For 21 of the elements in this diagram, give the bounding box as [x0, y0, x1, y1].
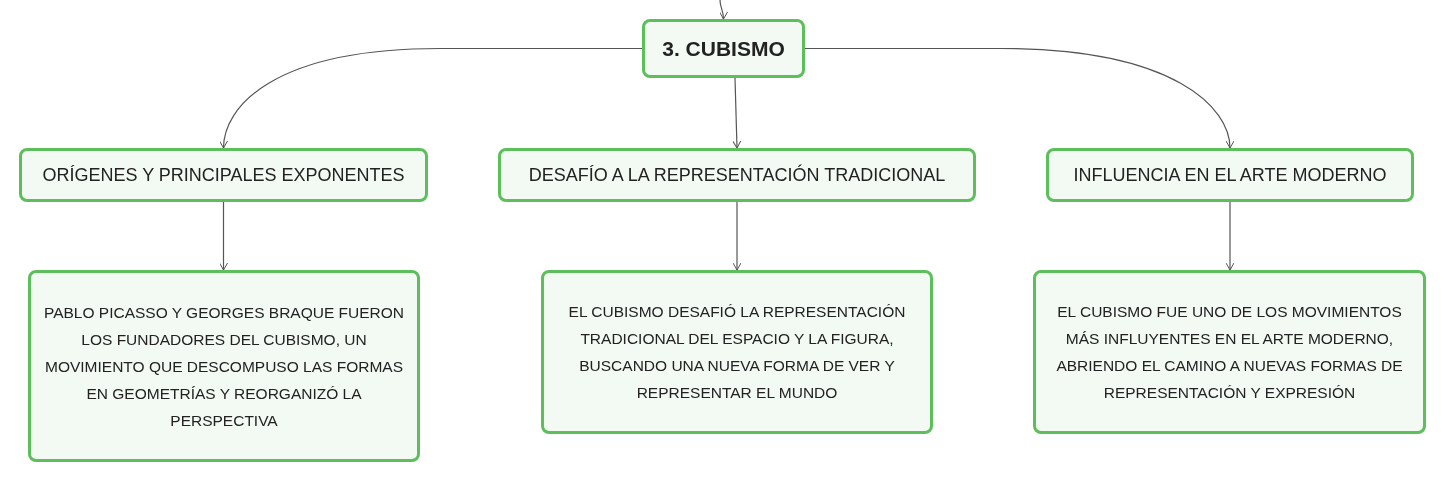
topic-box [19, 148, 428, 202]
text-box [28, 270, 420, 462]
node-text: ORÍGENES Y PRINCIPALES EXPONENTES [42, 164, 405, 186]
arrow [732, 77, 742, 149]
node-text: PABLO PICASSO Y GEORGES BRAQUE FUERON LOS FUNDADORES DEL CUBISMO, UN MOVIMIENTO QUE DESCOMPUSO LAS FORMAS EN GEOMETRÍAS Y REORGANIZÓ LA PERSPECTIVA [42, 302, 405, 431]
node-text: 3. CUBISMO [662, 37, 785, 60]
text-box [541, 270, 933, 434]
node-text: EL CUBISMO FUE UNO DE LOS MOVIMIENTOS MÁS INFLUYENTES EN EL ARTE MODERNO, ABRIENDO EL CAMINO A NUEVAS FORMAS DE REPRESENTACIÓN Y EXPRESIÓN [1055, 302, 1404, 403]
arrow [718, 0, 728, 20]
topic-box [498, 148, 976, 202]
arrow [1225, 201, 1235, 271]
arrow [732, 201, 742, 271]
topic-box [642, 19, 805, 78]
arrow [804, 47, 1234, 149]
node-text: DESAFÍO A LA REPRESENTACIÓN TRADICIONAL [528, 164, 946, 186]
arrow [219, 47, 643, 149]
node-text: INFLUENCIA EN EL ARTE MODERNO [1073, 164, 1387, 186]
text-box [1033, 270, 1426, 434]
topic-box [1046, 148, 1414, 202]
node-text: EL CUBISMO DESAFIÓ LA REPRESENTACIÓN TRADICIONAL DEL ESPACIO Y LA FIGURA, BUSCANDO UNA NUEVA FORMA DE VER Y REPRESENTAR EL MUNDO [567, 302, 907, 403]
arrow [219, 201, 228, 271]
